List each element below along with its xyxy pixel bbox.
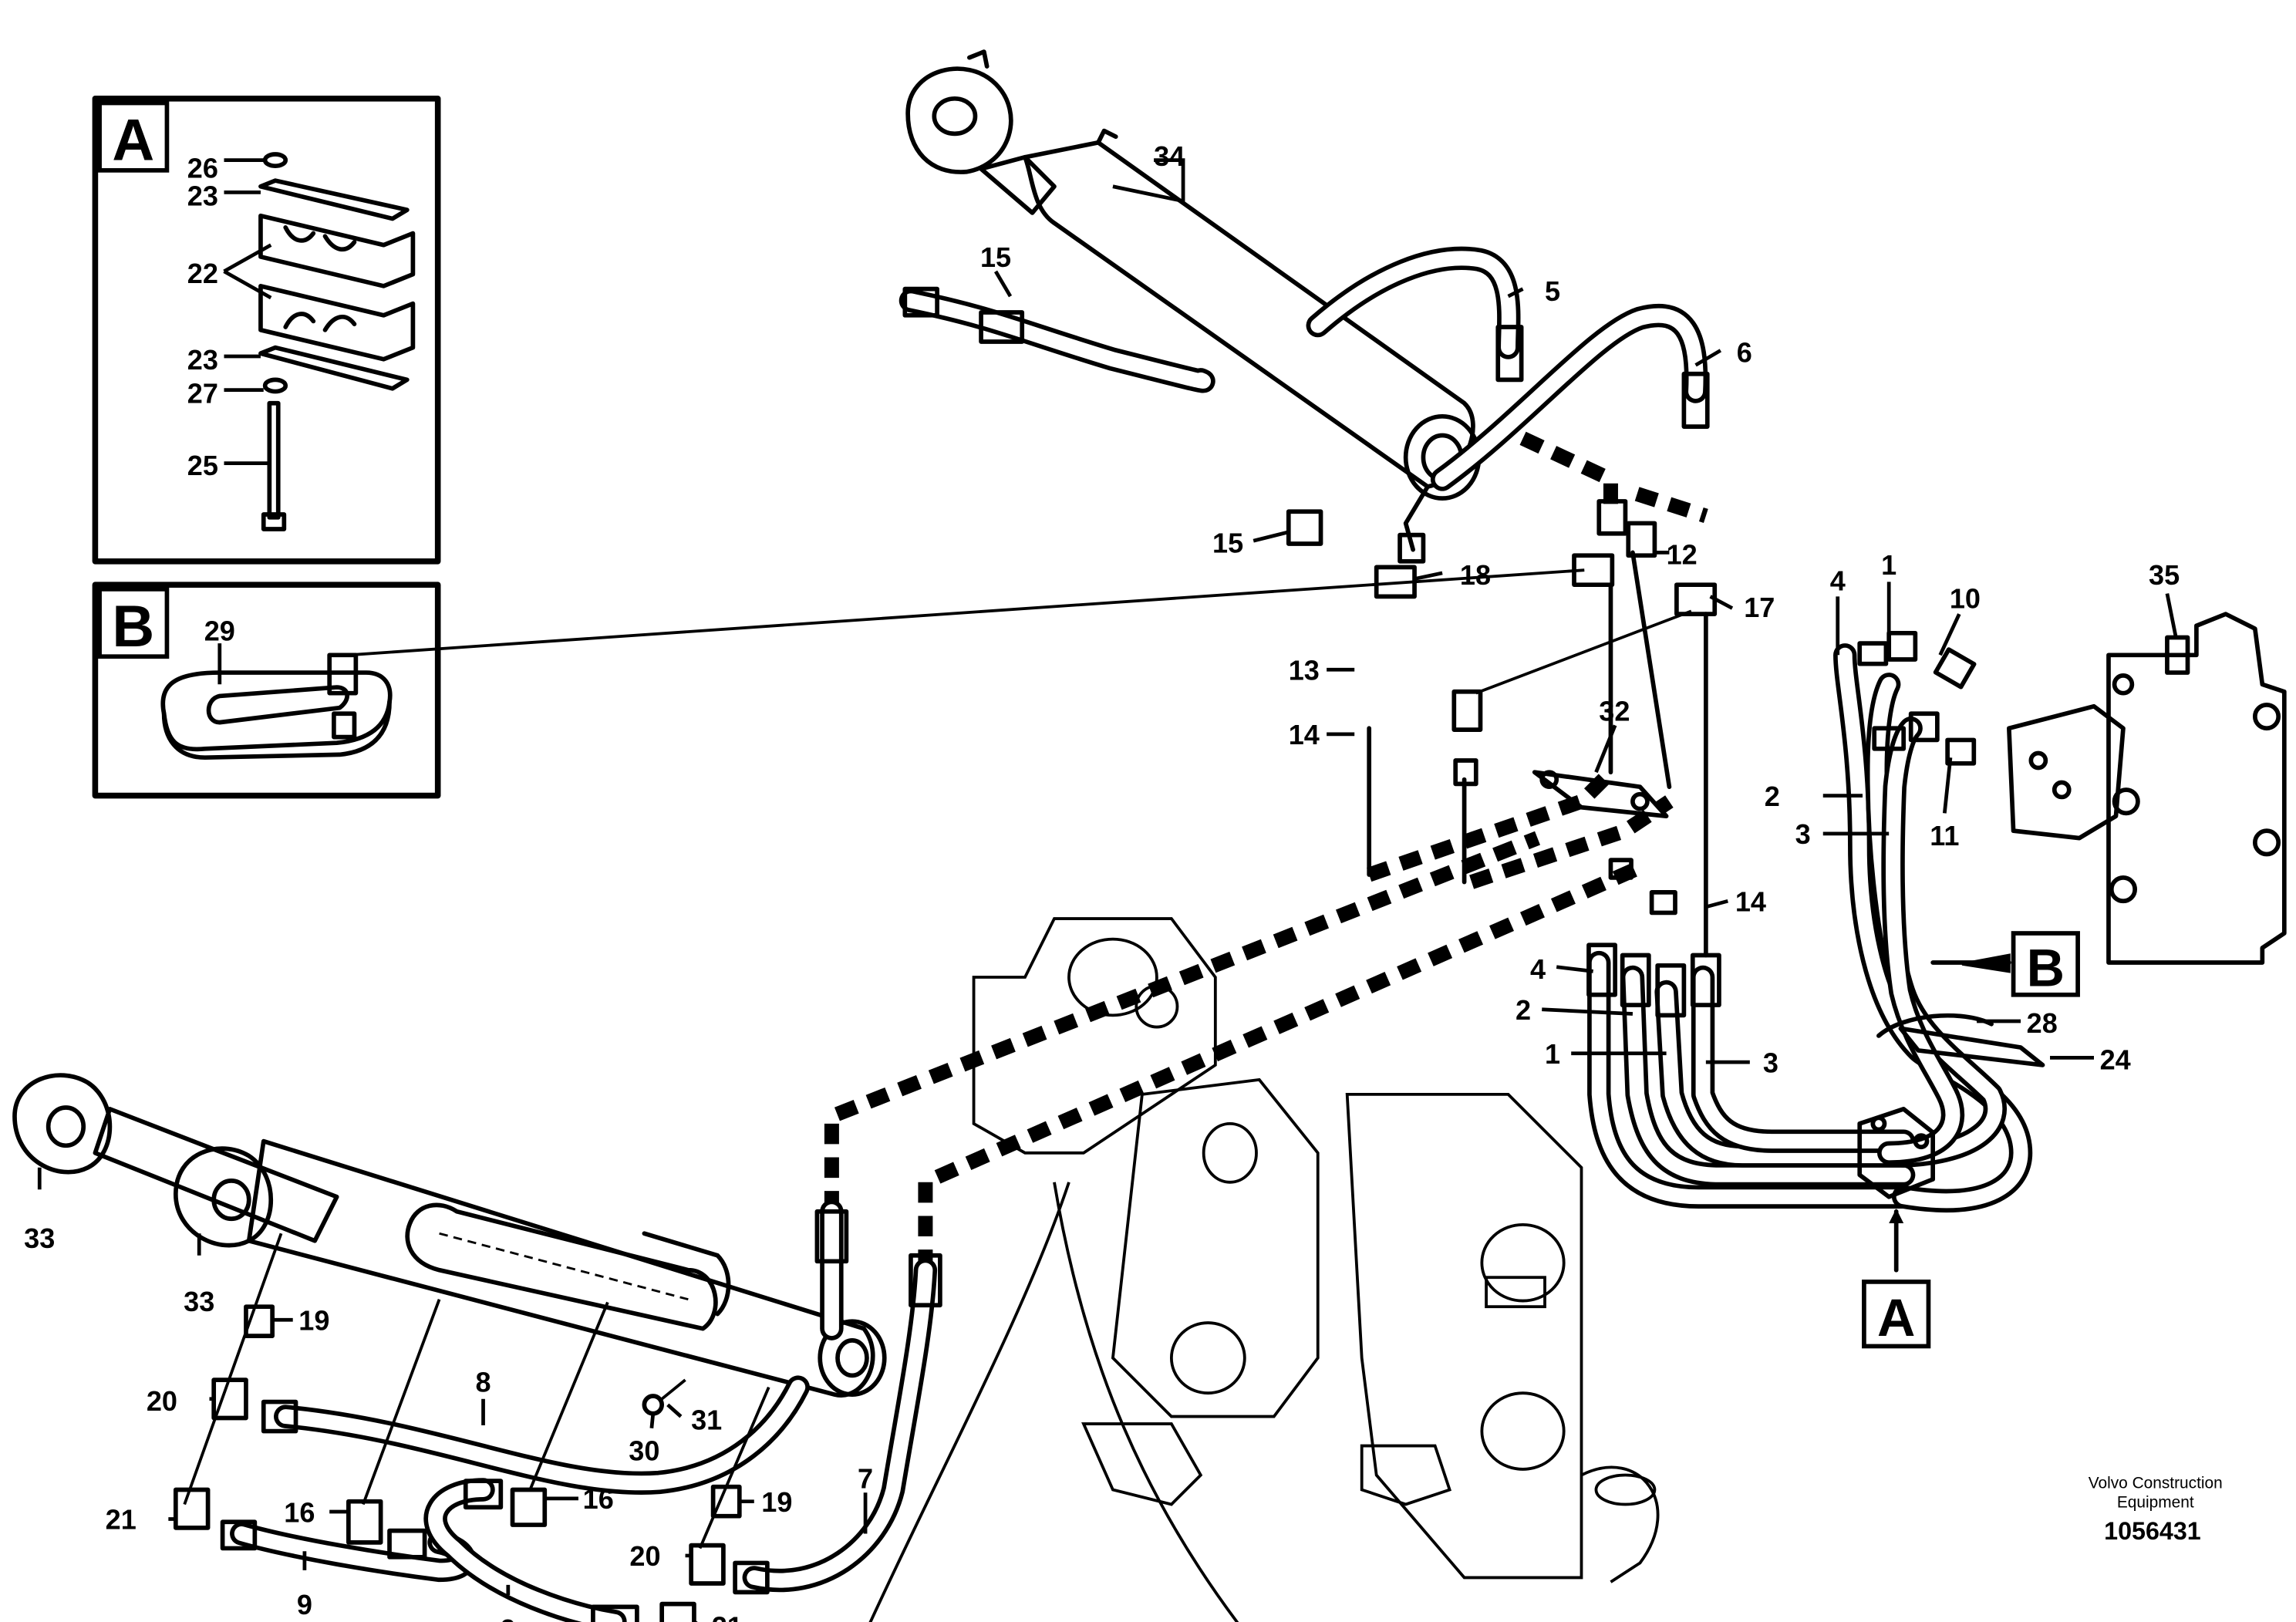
view-indicator-a: A xyxy=(1862,1208,1931,1349)
box-a-callout-27: 27 xyxy=(187,378,218,410)
callout-20-right: 20 xyxy=(629,1540,660,1572)
callout-9-right: 9 xyxy=(501,1614,516,1622)
view-ref-b-letter: B xyxy=(2027,939,2065,997)
callout-35: 35 xyxy=(2149,559,2180,591)
callout-9-left: 9 xyxy=(297,1589,312,1620)
callout-1-mid: 1 xyxy=(1545,1038,1560,1070)
view-indicator-b: B xyxy=(1930,931,2080,997)
callout-5: 5 xyxy=(1545,275,1560,307)
callout-21-left: 21 xyxy=(106,1504,137,1536)
callout-33-left: 33 xyxy=(24,1222,55,1254)
callout-16-right: 16 xyxy=(583,1483,614,1515)
callout-2-mid: 2 xyxy=(1515,994,1531,1026)
credit-line-1: Volvo Construction xyxy=(2089,1475,2223,1492)
callout-16-left: 16 xyxy=(284,1496,315,1528)
callout-15-upper: 15 xyxy=(980,241,1011,273)
callout-14-right: 14 xyxy=(1735,886,1766,918)
callout-19-right: 19 xyxy=(761,1486,792,1518)
callout-2-right: 2 xyxy=(1765,781,1780,812)
callout-31: 31 xyxy=(691,1404,722,1436)
box-b-letter: B xyxy=(112,594,154,659)
callout-12: 12 xyxy=(1667,539,1698,571)
callout-4-right: 4 xyxy=(1830,565,1846,597)
callout-32: 32 xyxy=(1599,696,1630,727)
callout-leaders xyxy=(37,158,2178,1622)
control-valve xyxy=(1857,612,2287,965)
callout-labels: 34 15 5 6 15 18 12 17 13 14 32 14 4 2 1 … xyxy=(24,140,2180,1622)
callout-14-left: 14 xyxy=(1289,719,1320,750)
callout-13: 13 xyxy=(1289,655,1320,686)
callout-10: 10 xyxy=(1950,583,1981,615)
callout-28: 28 xyxy=(2027,1007,2058,1039)
box-a-callout-23-bottom: 23 xyxy=(187,344,218,376)
box-b-callout-29: 29 xyxy=(204,615,235,646)
lower-cylinders xyxy=(12,1073,887,1398)
callout-3-mid: 3 xyxy=(1763,1047,1778,1078)
callout-17: 17 xyxy=(1744,592,1775,623)
callout-6: 6 xyxy=(1737,337,1752,369)
callout-33-right: 33 xyxy=(184,1286,214,1317)
callout-8: 8 xyxy=(476,1366,491,1398)
callout-34: 34 xyxy=(1154,140,1185,172)
lower-hoses xyxy=(173,1199,942,1622)
box-a-callout-23-top: 23 xyxy=(187,180,218,211)
right-hose-bundle xyxy=(1586,643,2045,1212)
box-a-callout-25: 25 xyxy=(187,450,218,481)
detail-box-a: A 26 23 22 23 27 25 xyxy=(92,96,441,565)
callout-4-mid: 4 xyxy=(1530,953,1546,985)
callout-1-right: 1 xyxy=(1881,549,1896,581)
callout-21-right: 21 xyxy=(712,1610,743,1622)
upper-hoses xyxy=(899,246,1710,599)
detail-box-b: B 29 xyxy=(92,582,441,799)
loader-frame xyxy=(868,917,1660,1622)
callout-19-left: 19 xyxy=(298,1305,329,1337)
credit-block: Volvo Construction Equipment 1056431 xyxy=(2089,1475,2223,1545)
callout-3-right: 3 xyxy=(1795,818,1811,850)
callout-18: 18 xyxy=(1460,559,1491,591)
clamp-assembly-drawing xyxy=(258,152,416,531)
callout-30: 30 xyxy=(629,1435,659,1467)
callout-15-lower: 15 xyxy=(1212,527,1243,558)
middle-fittings xyxy=(327,499,1718,958)
box-a-callout-26: 26 xyxy=(187,152,218,184)
callout-20-left: 20 xyxy=(147,1385,177,1417)
view-ref-a-letter: A xyxy=(1877,1289,1915,1347)
credit-line-2: Equipment xyxy=(2117,1493,2194,1511)
credit-ref-number: 1056431 xyxy=(2104,1517,2201,1545)
callout-11: 11 xyxy=(1930,820,1959,851)
callout-7: 7 xyxy=(858,1463,873,1495)
callout-24: 24 xyxy=(2100,1044,2131,1076)
grommet-drawing xyxy=(160,670,393,760)
box-a-letter: A xyxy=(112,108,154,174)
box-a-callout-22: 22 xyxy=(187,258,218,289)
